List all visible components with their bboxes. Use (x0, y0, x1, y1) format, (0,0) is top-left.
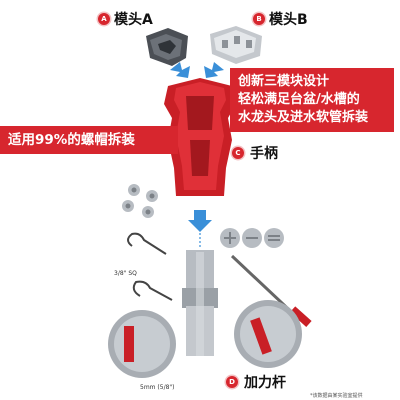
arrow-right-icon (204, 62, 224, 78)
lever-badge: D (226, 376, 238, 388)
feature-line-2: 轻松满足台盆/水槽的 (238, 92, 360, 107)
photo-inset-right (234, 300, 302, 368)
feature-banner: 创新三模块设计 轻松满足台盆/水槽的 水龙头及进水软管拆装 (230, 68, 394, 132)
annotation-sq: 3/8" SQ (114, 270, 137, 277)
module-b-head-icon (210, 26, 262, 64)
module-a-text: 模头A (114, 12, 153, 28)
module-b-text: 模头B (269, 12, 308, 28)
module-a-badge: A (98, 13, 110, 25)
module-b-label: B 模头B (253, 9, 308, 29)
red-handle-wrench (164, 78, 236, 196)
photo-inset-left (108, 310, 176, 378)
arrow-left-icon (170, 62, 190, 78)
handle-text: 手柄 (250, 146, 278, 162)
module-b-badge: B (253, 13, 265, 25)
nuts-right-icon (220, 228, 284, 248)
lever-bar (182, 250, 218, 356)
annotation-mm: 5mm (5/8") (140, 384, 175, 391)
module-a-label: A 模头A (98, 9, 153, 29)
annotation-note: *该数据由某实验室提供 (310, 393, 363, 399)
lever-text: 加力杆 (244, 375, 286, 391)
nut-banner-text: 适用99%的螺帽拆装 (8, 132, 135, 148)
feature-line-3: 水龙头及进水软管拆装 (238, 110, 369, 125)
nuts-left-icon (122, 184, 158, 218)
nut-banner: 适用99%的螺帽拆装 (0, 126, 178, 154)
handle-badge: C (232, 147, 244, 159)
handle-label: C 手柄 (232, 143, 278, 163)
module-a-head-icon (146, 28, 188, 66)
arrow-down-icon (188, 210, 212, 232)
feature-line-1: 创新三模块设计 (238, 74, 330, 89)
wrench-outline-icon (127, 232, 173, 301)
lever-label: D 加力杆 (226, 372, 286, 392)
